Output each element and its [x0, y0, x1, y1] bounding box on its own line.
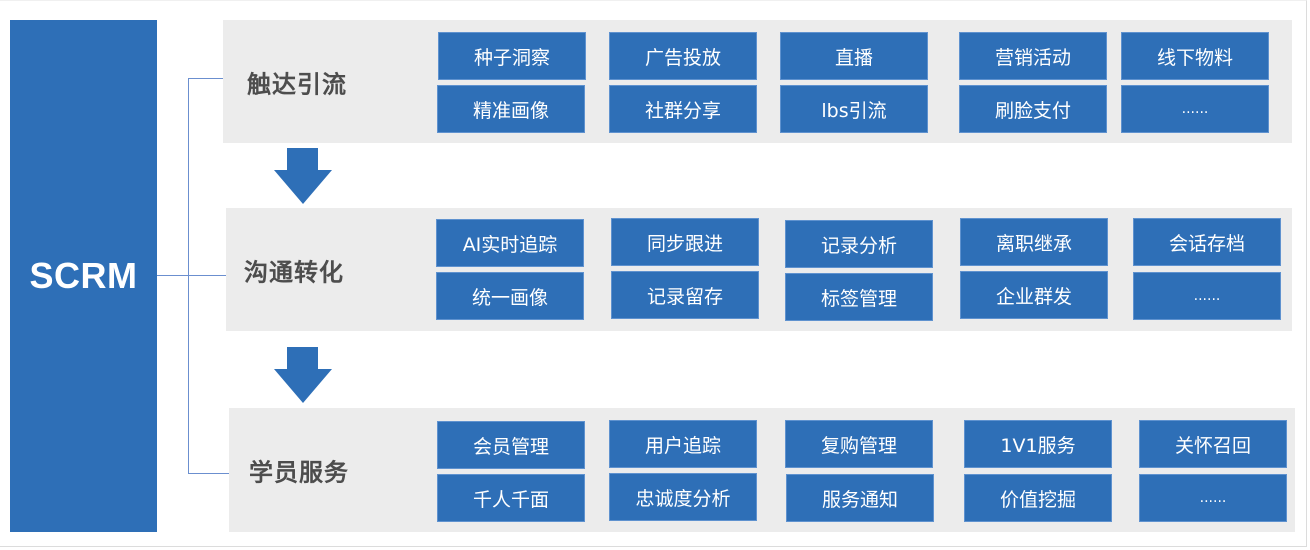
feature-chip[interactable]: 广告投放 — [609, 32, 757, 80]
feature-chip[interactable]: 记录分析 — [785, 220, 933, 268]
stage-title: 沟通转化 — [244, 258, 344, 286]
connector-vertical-trunk — [188, 78, 189, 474]
more-chip[interactable]: ...... — [1121, 85, 1269, 133]
feature-chip[interactable]: 刷脸支付 — [959, 85, 1107, 133]
feature-chip[interactable]: 营销活动 — [959, 32, 1107, 80]
scrm-root-label: SCRM — [29, 255, 138, 296]
feature-chip[interactable]: 标签管理 — [785, 273, 933, 321]
connector-root-horizontal — [157, 275, 227, 276]
stage-title: 触达引流 — [247, 70, 347, 98]
feature-chip[interactable]: 种子洞察 — [438, 32, 586, 80]
stage-panel-service: 学员服务 — [229, 408, 1295, 532]
stage-title: 学员服务 — [249, 458, 349, 487]
down-arrow-icon — [274, 148, 332, 204]
feature-chip[interactable]: 统一画像 — [436, 272, 584, 320]
stage-panel-convert: 沟通转化 — [226, 208, 1292, 331]
feature-chip[interactable]: 忠诚度分析 — [609, 473, 757, 521]
feature-chip[interactable]: 企业群发 — [960, 271, 1108, 319]
feature-chip[interactable]: 关怀召回 — [1139, 420, 1287, 468]
feature-chip[interactable]: 会话存档 — [1133, 218, 1281, 266]
scrm-root-node: SCRM — [10, 20, 157, 532]
feature-chip[interactable]: 1V1服务 — [964, 420, 1112, 468]
feature-chip[interactable]: lbs引流 — [780, 85, 928, 133]
connector-stage-1 — [188, 78, 224, 79]
connector-stage-3 — [188, 473, 230, 474]
feature-chip[interactable]: 离职继承 — [960, 218, 1108, 266]
feature-chip[interactable]: 服务通知 — [786, 474, 934, 522]
feature-chip[interactable]: 会员管理 — [437, 421, 585, 469]
more-chip[interactable]: ...... — [1139, 474, 1287, 522]
feature-chip[interactable]: 同步跟进 — [611, 218, 759, 266]
feature-chip[interactable]: 精准画像 — [437, 85, 585, 133]
feature-chip[interactable]: 直播 — [780, 32, 928, 80]
feature-chip[interactable]: 记录留存 — [611, 271, 759, 319]
feature-chip[interactable]: 千人千面 — [437, 474, 585, 522]
feature-chip[interactable]: 线下物料 — [1121, 32, 1269, 80]
feature-chip[interactable]: 用户追踪 — [609, 420, 757, 468]
feature-chip[interactable]: 复购管理 — [785, 420, 933, 468]
feature-chip[interactable]: 价值挖掘 — [964, 474, 1112, 522]
feature-chip[interactable]: AI实时追踪 — [436, 219, 584, 267]
more-chip[interactable]: ...... — [1133, 272, 1281, 320]
stage-panel-reach: 触达引流 — [223, 20, 1292, 143]
feature-chip[interactable]: 社群分享 — [609, 85, 757, 133]
down-arrow-icon — [274, 347, 332, 403]
